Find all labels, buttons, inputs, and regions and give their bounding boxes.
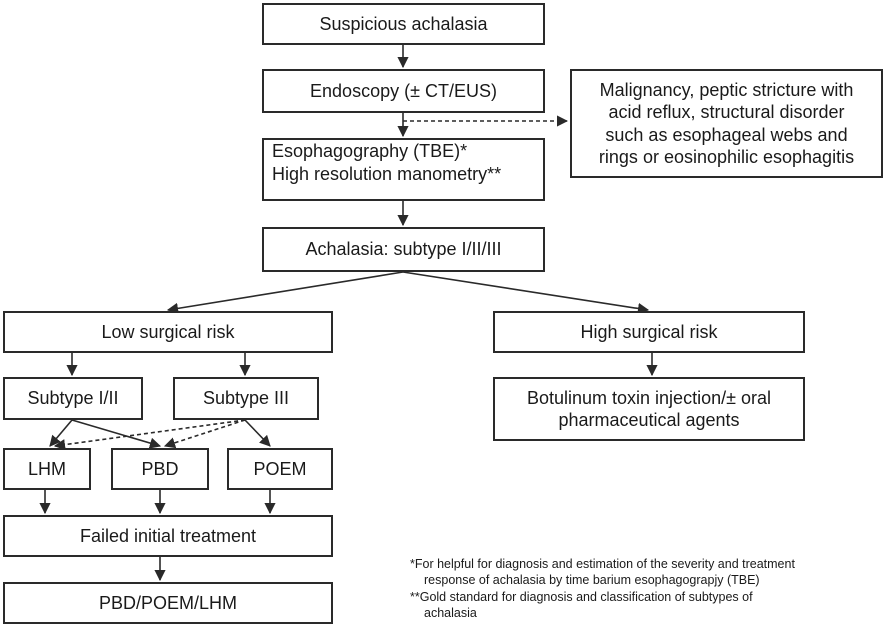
diagnostic-tests-box: Esophagography (TBE)* High resolution ma… — [262, 138, 545, 201]
exclusion-line-2: acid reflux, structural disorder — [608, 102, 845, 122]
footnote-1-line-2: response of achalasia by time barium eso… — [424, 573, 760, 588]
arrow-subtype3-to-lhm — [53, 419, 246, 451]
achalasia-subtype-box: Achalasia: subtype I/II/III — [262, 227, 545, 272]
exclusion-line-4: rings or eosinophilic esophagitis — [598, 147, 855, 167]
arrow-subtype12-to-lhm — [49, 419, 73, 447]
footnote-2-line-2: achalasia — [424, 605, 477, 620]
endoscopy-box: Endoscopy (± CT/EUS) — [262, 69, 545, 113]
subtype-3-label: Subtype III — [202, 388, 290, 409]
exclusion-line-1: Malignancy, peptic stricture with — [599, 79, 854, 100]
failed-initial-treatment-label: Failed initial treatment — [79, 525, 257, 546]
failed-initial-treatment-box: Failed initial treatment — [3, 515, 333, 557]
poem-box: POEM — [227, 448, 333, 490]
endoscopy-label: Endoscopy (± CT/EUS) — [310, 80, 497, 101]
achalasia-subtype-label: Achalasia: subtype I/II/III — [305, 239, 502, 260]
footnote-1-line-1: *For helpful for diagnosis and estimatio… — [410, 557, 795, 571]
tests-line-2: High resolution manometry** — [272, 163, 502, 184]
pbd-box: PBD — [111, 448, 209, 490]
exclusion-line-3: such as esophageal webs and — [605, 124, 848, 145]
botulinum-line-2: pharmaceutical agents — [558, 410, 740, 430]
subtype-1-2-box: Subtype I/II — [3, 377, 143, 420]
footnote-2-line-1: **Gold standard for diagnosis and classi… — [410, 589, 753, 604]
lhm-box: LHM — [3, 448, 91, 490]
final-treatment-box: PBD/POEM/LHM — [3, 582, 333, 624]
pbd-label: PBD — [141, 458, 179, 479]
high-surgical-risk-label: High surgical risk — [580, 321, 718, 342]
tests-line-1: Esophagography (TBE)* — [272, 141, 468, 161]
botulinum-toxin-box: Botulinum toxin injection/± oral pharmac… — [493, 377, 805, 441]
arrow-achalasia-to-low — [166, 271, 404, 314]
subtype-3-box: Subtype III — [173, 377, 319, 420]
arrow-subtype3-to-pbd — [163, 419, 246, 449]
lhm-label: LHM — [27, 458, 66, 479]
exclusion-diagnoses-box: Malignancy, peptic stricture with acid r… — [570, 69, 883, 178]
arrow-subtype3-to-poem — [244, 419, 271, 447]
arrow-achalasia-to-high — [402, 271, 650, 314]
suspicious-achalasia-box: Suspicious achalasia — [262, 3, 545, 45]
final-treatment-label: PBD/POEM/LHM — [98, 592, 238, 613]
low-surgical-risk-label: Low surgical risk — [101, 321, 235, 342]
suspicious-achalasia-label: Suspicious achalasia — [319, 13, 488, 34]
arrow-subtype12-to-pbd — [71, 419, 162, 449]
low-surgical-risk-box: Low surgical risk — [3, 311, 333, 353]
footnotes: *For helpful for diagnosis and estimatio… — [410, 556, 888, 621]
poem-label: POEM — [253, 458, 307, 479]
high-surgical-risk-box: High surgical risk — [493, 311, 805, 353]
botulinum-line-1: Botulinum toxin injection/± oral — [526, 387, 771, 408]
subtype-1-2-label: Subtype I/II — [27, 388, 119, 409]
